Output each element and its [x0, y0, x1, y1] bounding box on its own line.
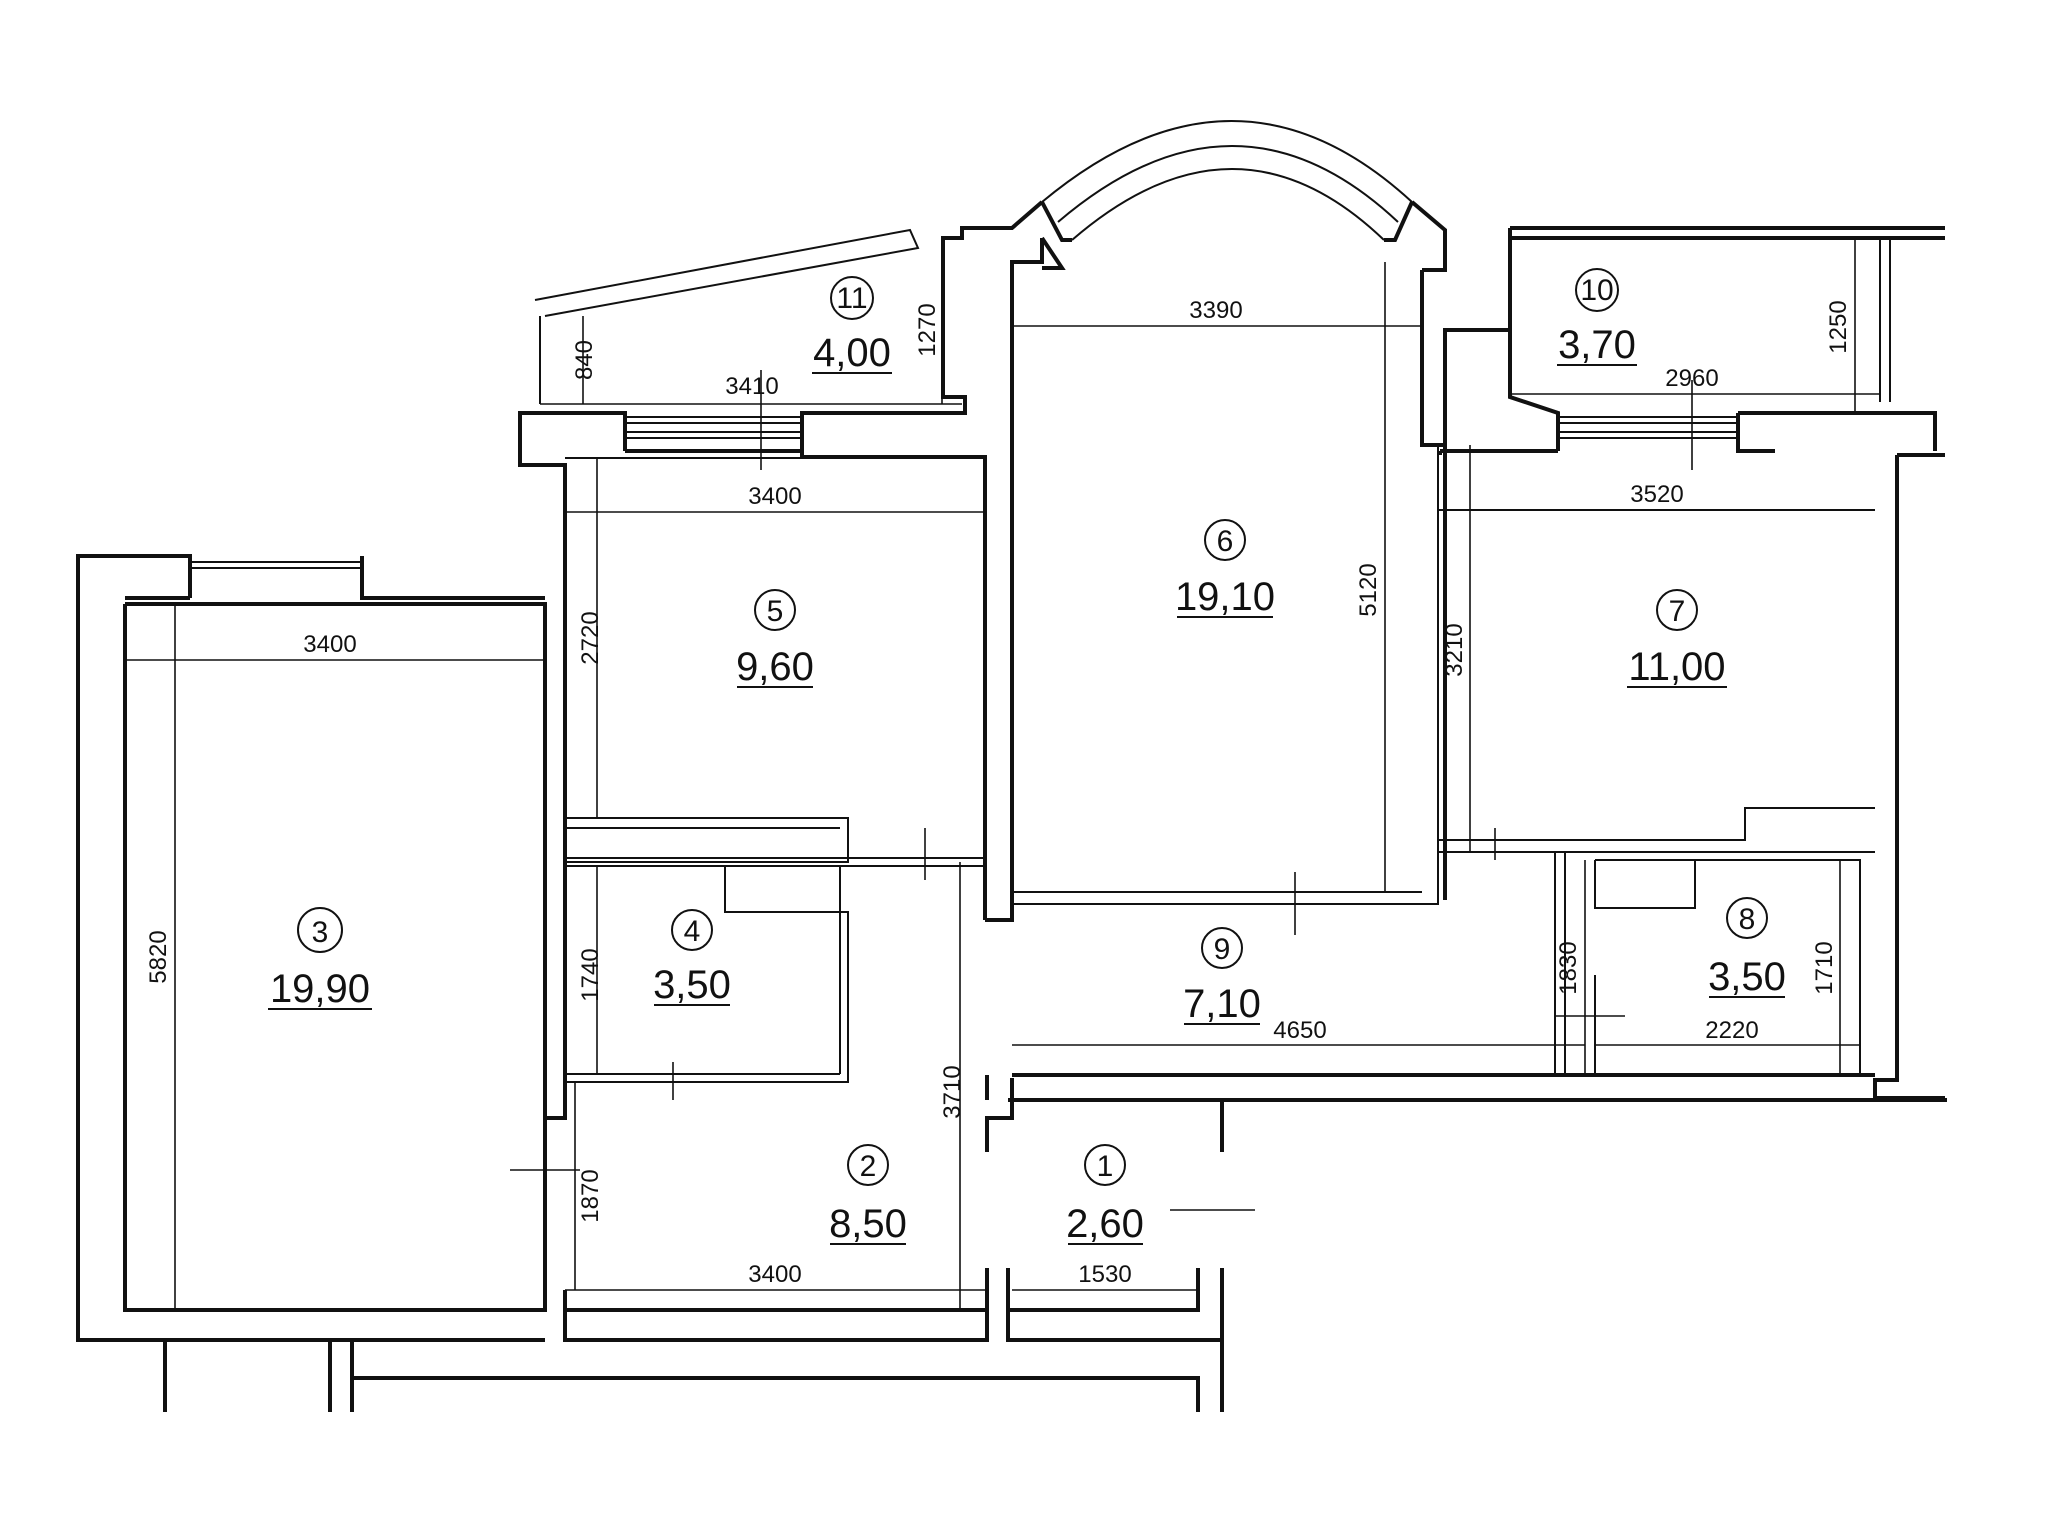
room-labels: 1 2,60 2 8,50 3 19,90 4 3,50 5 9,60 [268, 268, 1786, 1246]
dim-loggia11-depth-right: 1270 [914, 303, 941, 356]
outer-walls [76, 120, 1947, 1412]
dim-corridor9-depth: 1830 [1555, 941, 1582, 994]
room-9-number: 9 [1214, 933, 1231, 966]
room-6-number: 6 [1217, 525, 1234, 558]
room-11-number: 11 [836, 282, 867, 315]
dim-corridor9-width: 4650 [1273, 1017, 1326, 1044]
room-10-area: 3,70 [1558, 323, 1636, 367]
room-5-number: 5 [767, 595, 784, 628]
room-6-label: 6 19,10 [1175, 519, 1275, 619]
dim-room6-width: 3390 [1189, 297, 1242, 324]
room-5-area: 9,60 [736, 645, 814, 689]
room-4-area: 3,50 [653, 963, 731, 1007]
dim-room7-width: 3520 [1630, 481, 1683, 508]
room-7-label: 7 11,00 [1627, 589, 1727, 689]
dimension-labels: 3400 5820 3400 2720 3410 840 1270 3390 5… [145, 297, 1852, 1288]
dim-loggia11-width: 3410 [725, 373, 778, 400]
room-10-number: 10 [1580, 274, 1613, 307]
dim-room7-depth: 3210 [1441, 623, 1468, 676]
room-11-area: 4,00 [813, 331, 891, 375]
room-2-label: 2 8,50 [829, 1144, 907, 1246]
room-6-area: 19,10 [1175, 575, 1275, 619]
dim-room5-width: 3400 [748, 483, 801, 510]
room-3-number: 3 [312, 916, 329, 949]
room-3-area: 19,90 [270, 967, 370, 1011]
room-1-area: 2,60 [1066, 1202, 1144, 1246]
room-8-area: 3,50 [1708, 955, 1786, 999]
dim-room3-depth: 5820 [145, 930, 172, 983]
dim-hall2-depth: 1870 [577, 1169, 604, 1222]
dim-room8-depth: 1710 [1811, 941, 1838, 994]
dim-loggia11-depth-left: 840 [571, 340, 598, 380]
room-4-number: 4 [684, 915, 701, 948]
dim-room4-depth: 1740 [577, 948, 604, 1001]
room-5-label: 5 9,60 [736, 589, 814, 689]
room-2-area: 8,50 [829, 1202, 907, 1246]
room-2-number: 2 [860, 1150, 877, 1183]
room-9-label: 9 7,10 [1183, 927, 1261, 1026]
room-7-number: 7 [1669, 595, 1686, 628]
dim-room5-depth: 2720 [577, 611, 604, 664]
room-8-label: 8 3,50 [1708, 897, 1786, 999]
dim-room6-depth: 5120 [1355, 563, 1382, 616]
dim-hall2-width: 3400 [748, 1261, 801, 1288]
room-4-label: 4 3,50 [653, 909, 731, 1007]
windows [189, 228, 1891, 569]
dim-room1-width: 1530 [1078, 1261, 1131, 1288]
room-11-label: 11 4,00 [812, 276, 892, 375]
dim-room3-width: 3400 [303, 631, 356, 658]
dim-room8-width: 2220 [1705, 1017, 1758, 1044]
room-7-area: 11,00 [1628, 645, 1725, 689]
room-1-number: 1 [1097, 1150, 1114, 1183]
dim-loggia10-width: 2960 [1665, 365, 1718, 392]
dim-hall2-depth-total: 3710 [939, 1065, 966, 1118]
room-3-label: 3 19,90 [268, 907, 372, 1011]
room-8-number: 8 [1739, 903, 1756, 936]
dim-loggia10-depth: 1250 [1825, 300, 1852, 353]
room-1-label: 1 2,60 [1066, 1144, 1144, 1246]
room-10-label: 10 3,70 [1557, 268, 1637, 367]
room-9-area: 7,10 [1183, 982, 1261, 1026]
dimension-lines [125, 240, 1880, 1310]
